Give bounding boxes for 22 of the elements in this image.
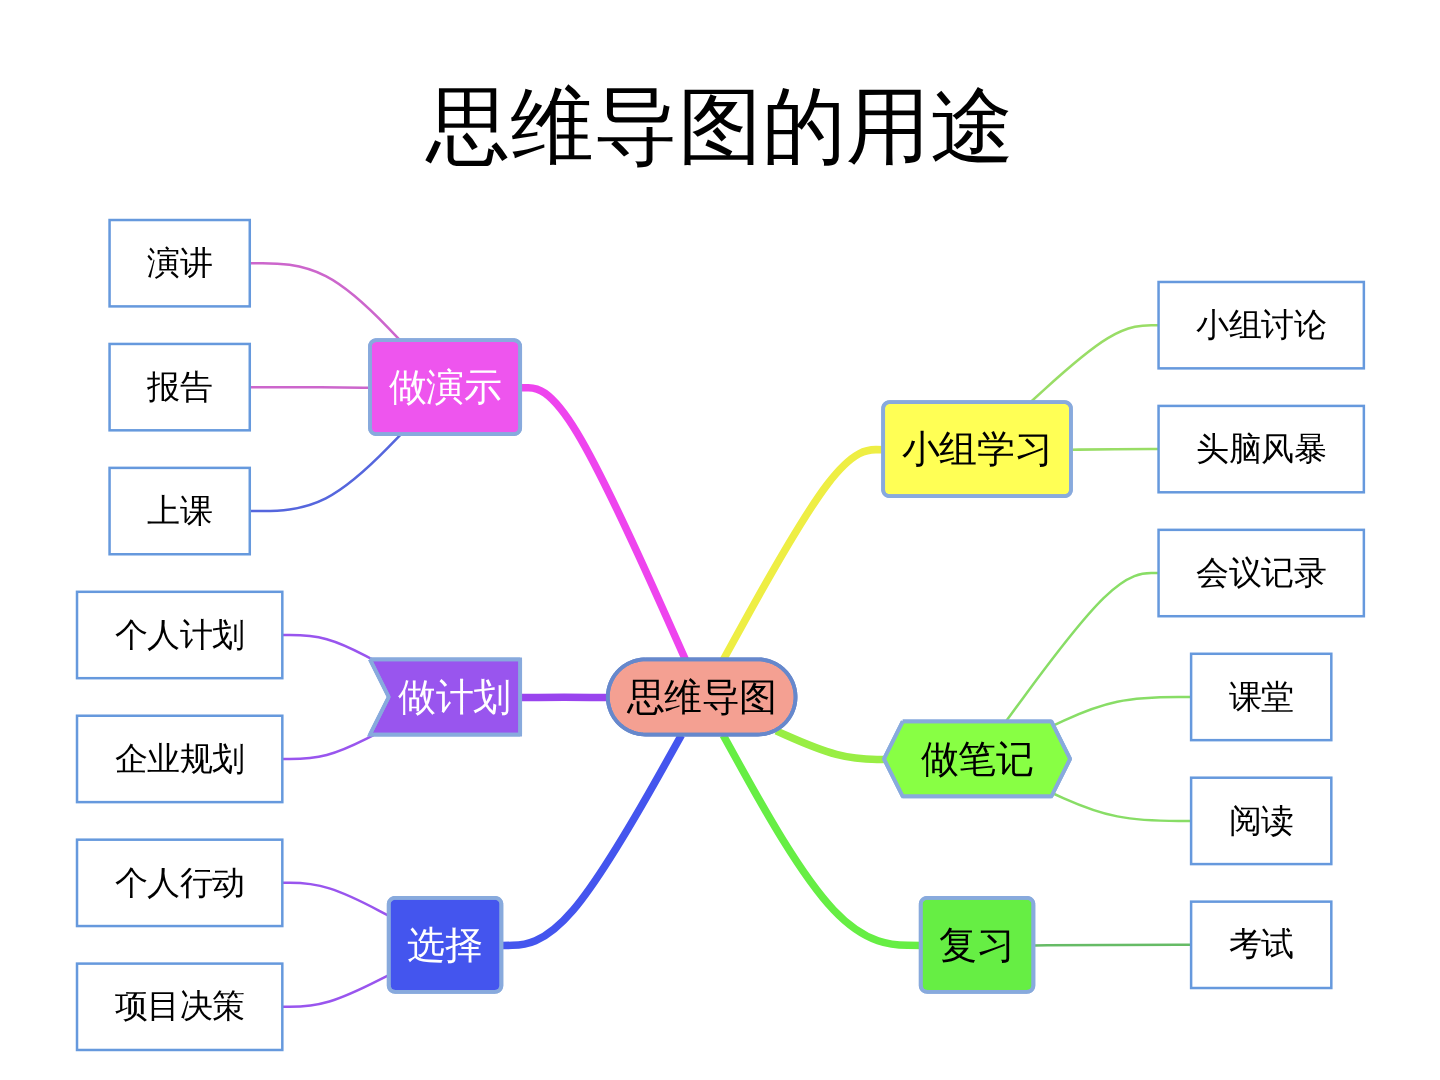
connector <box>501 733 685 950</box>
node-box: 阅读 <box>1189 776 1333 866</box>
node-box: 项目决策 <box>75 962 284 1052</box>
node-box: 个人行动 <box>75 838 284 928</box>
node-box: 会议记录 <box>1156 528 1365 618</box>
node-box: 企业规划 <box>75 714 284 804</box>
connector <box>281 734 374 761</box>
connector <box>719 733 921 950</box>
node-box: 个人计划 <box>75 590 284 680</box>
connector <box>1071 447 1159 451</box>
node-box: 小组讨论 <box>1156 280 1365 370</box>
node-box: 上课 <box>107 466 251 556</box>
title: 思维导图的用途 <box>426 76 1014 177</box>
node-box: 演讲 <box>107 218 251 308</box>
node-box: 课堂 <box>1189 652 1333 742</box>
node-box: 头脑风暴 <box>1156 404 1365 494</box>
connector <box>774 727 885 764</box>
node-box: 考试 <box>1189 900 1333 990</box>
connector <box>1052 792 1191 823</box>
connector <box>1033 943 1191 947</box>
node-box: 报告 <box>107 342 251 432</box>
connector <box>520 693 609 702</box>
